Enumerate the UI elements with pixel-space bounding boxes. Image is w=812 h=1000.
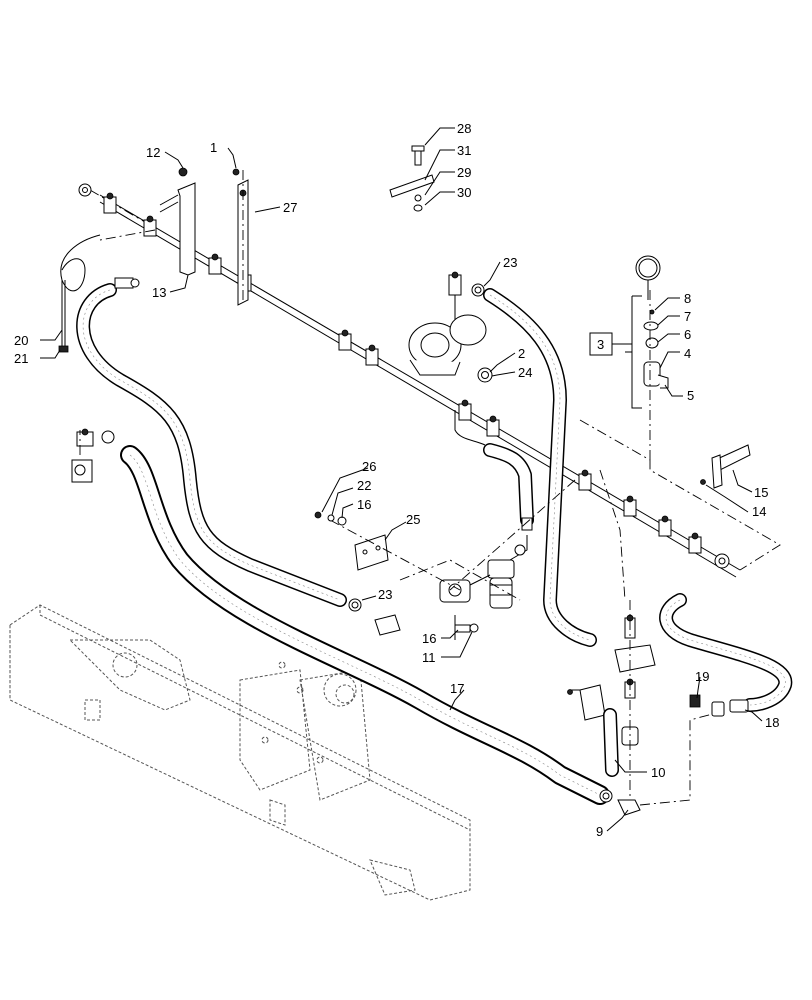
callout-7: 7: [684, 309, 691, 324]
hardware-28-31-29-30: [389, 145, 435, 212]
callout-8: 8: [684, 291, 691, 306]
callout-31: 31: [457, 143, 471, 158]
callout-13: 13: [152, 285, 166, 300]
callout-5: 5: [687, 388, 694, 403]
callout-3: 3: [597, 337, 604, 352]
callout-21: 21: [14, 351, 28, 366]
callout-2: 2: [518, 346, 525, 361]
hardware-1: [232, 168, 240, 176]
clamp-23-lower: [348, 598, 362, 612]
hardware-26-22-16: [314, 511, 347, 526]
hardware-16-11: [454, 615, 479, 640]
coiled-tube-20: [58, 234, 101, 353]
callout-19: 19: [695, 669, 709, 684]
toolbar-frame: [9, 604, 471, 901]
hose-10: [603, 708, 619, 777]
callout-1: 1: [210, 140, 217, 155]
phantom-lines: [99, 229, 781, 601]
callout-14: 14: [752, 504, 766, 519]
callout-box-3: [589, 332, 613, 356]
callout-23-top: 23: [503, 255, 517, 270]
bracket-25: [329, 519, 461, 591]
callout-22: 22: [357, 478, 371, 493]
callout-labels: 1 2 3 4 5 6 7 8 9 10 11 12 13 14 15 16 1…: [14, 121, 779, 839]
pump-assembly: [408, 271, 493, 383]
callout-24: 24: [518, 365, 532, 380]
callout-25: 25: [406, 512, 420, 527]
leader-lines: [40, 127, 763, 832]
callout-12: 12: [146, 145, 160, 160]
elbow-9: [599, 711, 721, 816]
callout-16-lower: 16: [422, 631, 436, 646]
hose-18: [659, 593, 793, 712]
callout-6: 6: [684, 327, 691, 342]
callout-17: 17: [450, 681, 464, 696]
fittings-19-18: [689, 694, 749, 717]
bracket-15: [700, 444, 751, 489]
callout-4: 4: [684, 346, 691, 361]
hose-left: [76, 277, 347, 607]
hose-17: [71, 428, 610, 805]
callout-11: 11: [422, 650, 436, 665]
gauge-assembly-3: [635, 255, 669, 460]
callout-18: 18: [765, 715, 779, 730]
callout-28: 28: [457, 121, 471, 136]
bracket-13: [159, 182, 196, 276]
filter-line: [454, 410, 534, 561]
callout-29: 29: [457, 165, 471, 180]
hardware-12: [178, 167, 188, 177]
callout-23-lower: 23: [378, 587, 392, 602]
callout-20: 20: [14, 333, 28, 348]
line-strainer: [374, 559, 515, 636]
callout-15: 15: [754, 485, 768, 500]
callout-9: 9: [596, 824, 603, 839]
callout-16-upper: 16: [357, 497, 371, 512]
bracket-27: [237, 170, 249, 306]
callout-10: 10: [651, 765, 665, 780]
hose-right: [471, 283, 597, 647]
manifold: [567, 600, 656, 800]
callout-27: 27: [283, 200, 297, 215]
callout-26: 26: [362, 459, 376, 474]
callout-30: 30: [457, 185, 471, 200]
